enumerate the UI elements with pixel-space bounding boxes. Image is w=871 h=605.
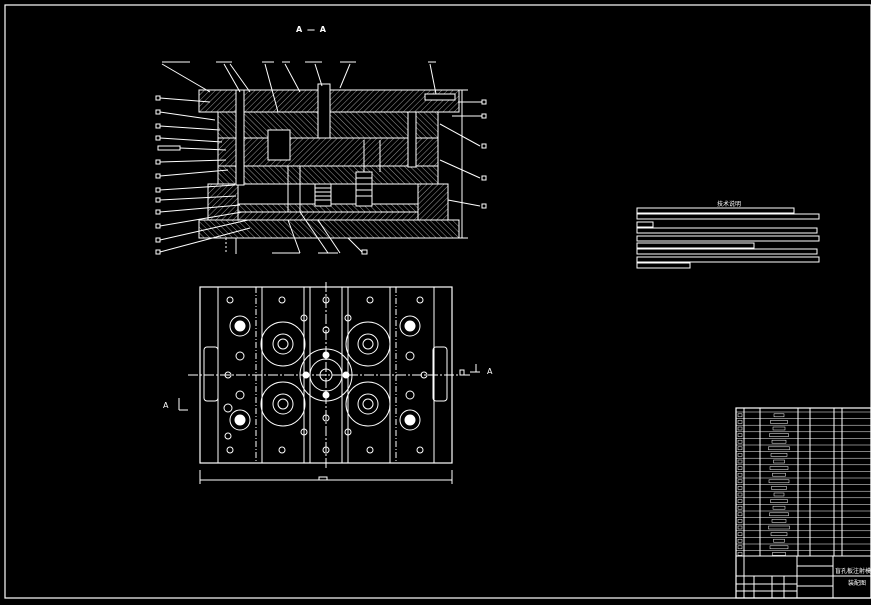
bom-part-name — [768, 525, 790, 530]
title-block-drawing-subname: 装配图 — [848, 580, 867, 587]
sprue-bushing — [317, 83, 331, 139]
bom-item-number — [737, 433, 743, 437]
title-block — [735, 407, 871, 599]
bom-part-name — [772, 472, 786, 477]
part-leaders-top — [161, 61, 437, 113]
bom-part-name — [771, 439, 787, 444]
bom-part-name — [772, 552, 786, 556]
technical-notes — [636, 207, 820, 269]
bom-item-number — [737, 545, 743, 550]
bom-item-number — [737, 453, 743, 457]
sheet-border — [4, 4, 871, 599]
core-plate — [217, 137, 439, 167]
bom-part-name — [772, 505, 786, 510]
bom-part-name — [770, 499, 788, 503]
screw-holes — [223, 296, 428, 454]
bom-part-name — [769, 466, 789, 470]
bom-item-number — [737, 420, 743, 424]
bom-part-name — [772, 426, 786, 431]
bom-item-number — [737, 532, 743, 536]
cavity-bottom-right — [345, 381, 391, 427]
part-leaders-bottom — [272, 211, 368, 255]
title-block-drawing-name: 盲孔板注射模 — [835, 568, 871, 575]
bom-part-name — [770, 453, 788, 457]
bom-part-name — [773, 538, 785, 543]
bom-item-number — [737, 472, 743, 477]
locating-ring — [424, 93, 456, 101]
cavity-top-left — [260, 321, 306, 367]
spacer-block-left — [207, 183, 239, 221]
bom-part-name — [773, 413, 785, 418]
bom-item-number — [737, 499, 743, 503]
bom-item-number — [737, 466, 743, 470]
bom-item-number — [737, 492, 743, 497]
cavity-bottom-left — [260, 381, 306, 427]
cavity-top-right — [345, 321, 391, 367]
bom-item-number — [737, 479, 743, 484]
bom-part-name — [768, 446, 790, 451]
bom-part-name — [768, 479, 790, 484]
lift-handle-left — [203, 346, 219, 402]
return-spring-right — [355, 171, 373, 207]
bom-item-number — [737, 439, 743, 444]
section-view — [155, 61, 487, 255]
bom-part-name — [770, 420, 788, 424]
bom-item-number — [737, 486, 743, 490]
locating-ring-circle — [299, 348, 353, 402]
bom-item-number — [737, 505, 743, 510]
bom-part-name — [771, 519, 787, 523]
lift-handle-right — [432, 346, 448, 402]
ejector-plate — [237, 211, 419, 221]
return-spring-left — [314, 183, 332, 207]
bom-item-number — [737, 459, 743, 464]
bom-item-number — [737, 552, 743, 556]
bom-item-number — [737, 446, 743, 451]
bom-item-number — [737, 512, 743, 517]
bom-part-name — [769, 512, 789, 517]
guide-bushing — [229, 315, 421, 431]
bom-part-name — [773, 459, 785, 464]
guide-pin-right — [407, 111, 417, 168]
bom-item-number — [737, 426, 743, 431]
spacer-block-right — [417, 183, 449, 221]
view-label-left: A — [163, 401, 169, 410]
guide-pin-left — [235, 89, 245, 186]
part-leaders-right — [439, 99, 487, 209]
bom-item-number — [737, 413, 743, 418]
technical-notes-title: 技术说明 — [717, 201, 742, 208]
part-leaders-left — [155, 95, 251, 255]
bom-part-name — [769, 433, 789, 437]
bom-item-number — [737, 519, 743, 523]
support-plate — [217, 165, 439, 185]
view-label-right: A — [487, 367, 493, 376]
bom-part-name — [769, 545, 789, 550]
bom-item-number — [737, 525, 743, 530]
bom-rows — [736, 411, 871, 556]
core-insert — [267, 129, 291, 161]
bom-part-name — [770, 532, 788, 536]
section-title: A — A — [296, 25, 327, 34]
bom-part-name — [771, 486, 787, 490]
bom-part-name — [773, 492, 785, 497]
plan-view — [178, 282, 480, 484]
bom-item-number — [737, 538, 743, 543]
bottom-clamp-plate — [198, 219, 460, 239]
